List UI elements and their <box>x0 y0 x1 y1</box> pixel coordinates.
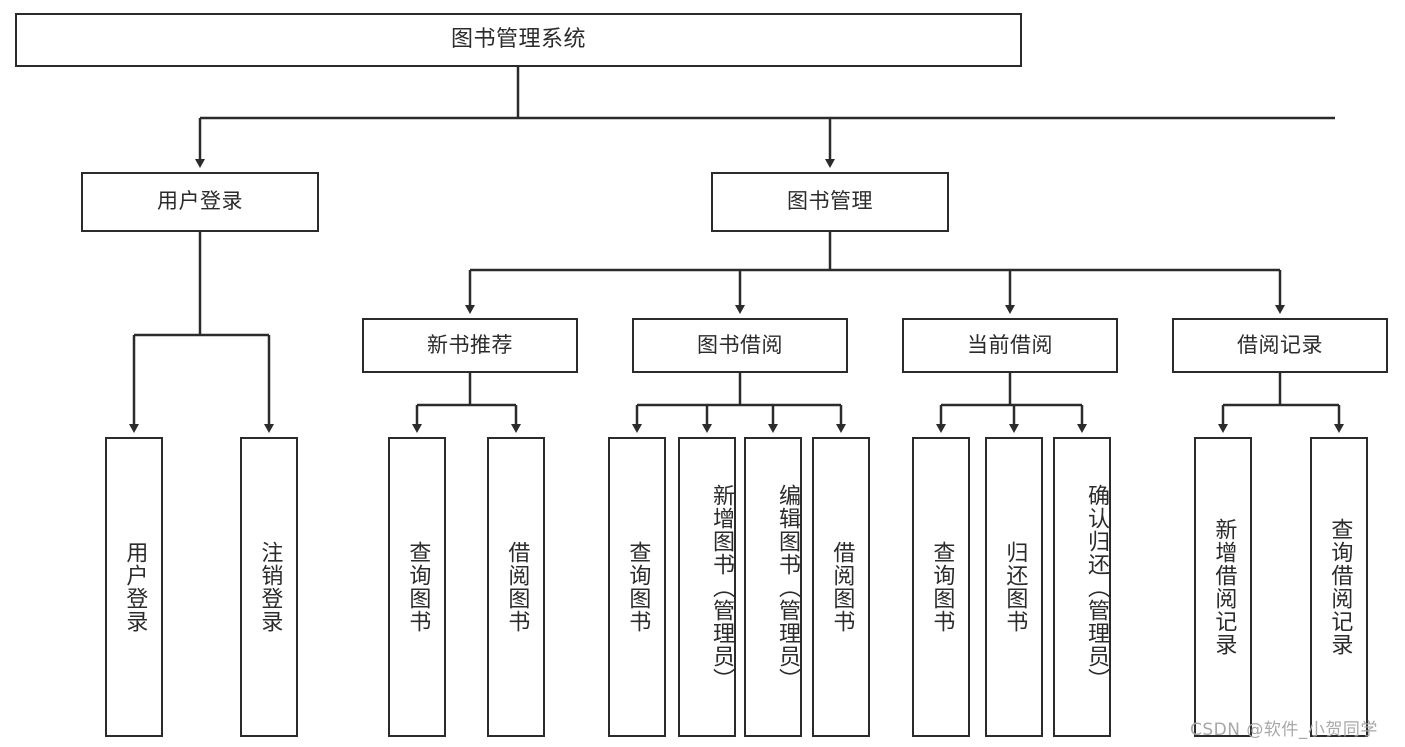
leaf-add-borrow-record[interactable]: 新增借阅记录 <box>1194 437 1252 737</box>
leaf-user-login[interactable]: 用户登录 <box>105 437 163 737</box>
node-borrow-record[interactable]: 借阅记录 <box>1172 318 1388 373</box>
leaf-query-book-borrow[interactable]: 查询图书 <box>608 437 666 737</box>
leaf-borrow-book[interactable]: 借阅图书 <box>812 437 870 737</box>
leaf-query-book-newbook[interactable]: 查询图书 <box>388 437 446 737</box>
leaf-add-book-admin[interactable]: 新增图书（管理员） <box>678 437 736 737</box>
node-new-book-recommend[interactable]: 新书推荐 <box>362 318 578 373</box>
leaf-edit-book-admin[interactable]: 编辑图书（管理员） <box>744 437 802 737</box>
node-current-borrow[interactable]: 当前借阅 <box>902 318 1118 373</box>
leaf-query-book-current[interactable]: 查询图书 <box>912 437 970 737</box>
node-user-login[interactable]: 用户登录 <box>81 172 319 232</box>
leaf-return-book[interactable]: 归还图书 <box>985 437 1043 737</box>
leaf-borrow-book-newbook[interactable]: 借阅图书 <box>487 437 545 737</box>
csdn-watermark: CSDN @软件_小贺同学 <box>1190 720 1378 740</box>
node-root[interactable]: 图书管理系统 <box>15 13 1022 67</box>
leaf-confirm-return-admin[interactable]: 确认归还（管理员） <box>1053 437 1111 737</box>
leaf-logout-login[interactable]: 注销登录 <box>240 437 298 737</box>
node-book-borrow[interactable]: 图书借阅 <box>632 318 848 373</box>
leaf-query-borrow-record[interactable]: 查询借阅记录 <box>1310 437 1368 737</box>
node-book-management[interactable]: 图书管理 <box>711 172 949 232</box>
